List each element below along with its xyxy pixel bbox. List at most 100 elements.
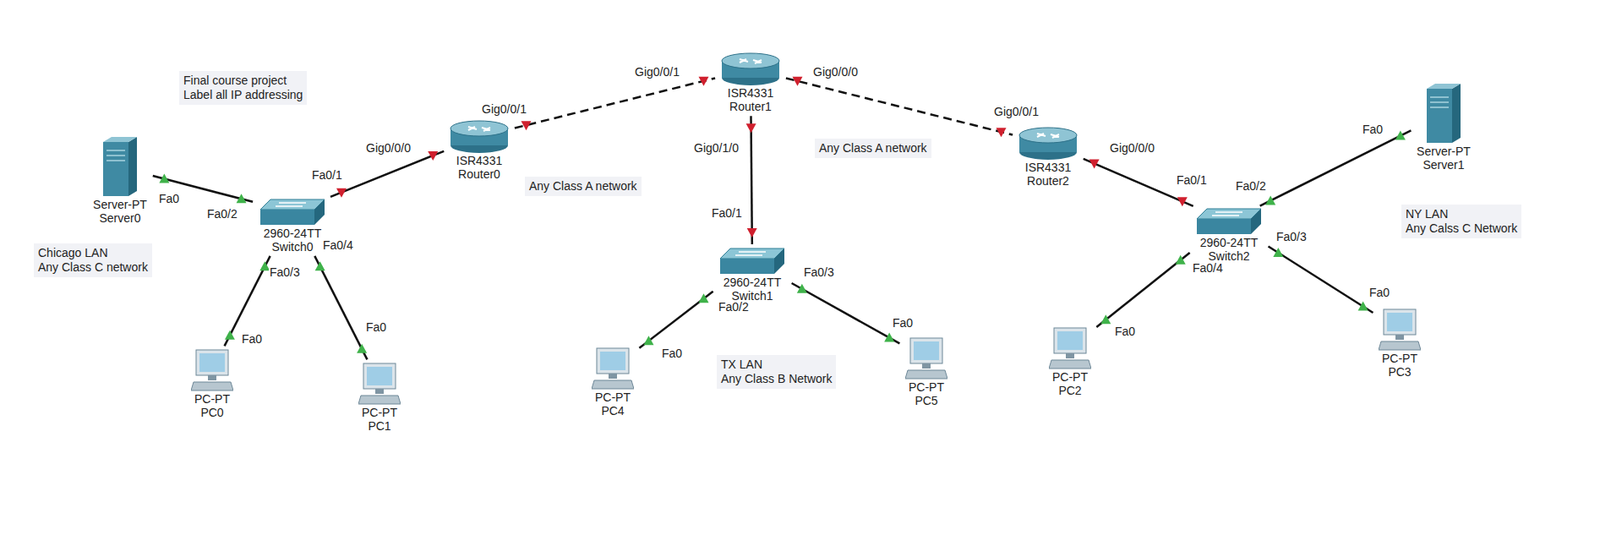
link-light [1175, 255, 1186, 265]
router-icon [1018, 126, 1078, 161]
switch-node: 2960-24TTSwitch0 [255, 197, 330, 254]
link-light [797, 283, 808, 294]
device-name: PC2 [1058, 383, 1082, 398]
device-name: Router1 [729, 99, 772, 114]
server-icon [1425, 83, 1463, 145]
port-label: Fa0/2 [1234, 179, 1267, 194]
device-model: PC-PT [595, 390, 631, 405]
link-light [1100, 314, 1111, 324]
note-label: Any Class A network [814, 138, 932, 159]
link-light [1265, 195, 1276, 205]
switch-icon [258, 197, 327, 227]
router-node: ISR4331Router2 [1015, 126, 1082, 188]
router-icon [720, 52, 781, 87]
link-light [1272, 247, 1284, 257]
port-label: Fa0/4 [1191, 261, 1224, 276]
switch-icon [718, 246, 787, 276]
network-link [1260, 130, 1412, 206]
pc-node: PC-PTPC3 [1375, 307, 1425, 379]
port-label: Fa0/2 [206, 207, 239, 222]
device-name: PC0 [200, 405, 224, 420]
port-label: Fa0/3 [1275, 229, 1308, 245]
network-link [750, 115, 752, 245]
switch-node: 2960-24TTSwitch1 [715, 246, 790, 303]
device-model: ISR4331 [456, 153, 503, 168]
device-name: Router2 [1026, 174, 1070, 188]
note-label: NY LAN Any Calss C Network [1401, 204, 1522, 239]
device-model: Server-PT [92, 197, 148, 212]
device-name: PC5 [914, 393, 938, 408]
port-label: Gig0/0/0 [812, 65, 859, 80]
link-light [1089, 158, 1100, 169]
port-label: Fa0/4 [322, 238, 355, 253]
device-model: PC-PT [908, 380, 945, 394]
pc-icon [1378, 307, 1421, 352]
link-light [520, 120, 531, 131]
device-name: Server0 [98, 211, 141, 225]
server-icon [101, 136, 139, 198]
network-link [314, 256, 367, 360]
port-label: Gig0/0/1 [480, 102, 528, 117]
link-light [996, 127, 1007, 137]
port-label: Fa0 [365, 320, 388, 335]
port-label: Fa0 [1361, 122, 1384, 137]
port-label: Gig0/1/0 [693, 141, 740, 156]
server-node: Server-PTServer1 [1413, 83, 1475, 172]
pc-node: PC-PTPC0 [187, 348, 237, 420]
note-label: Final course project Label all IP addres… [179, 70, 307, 105]
link-light [1358, 301, 1369, 312]
link-light [698, 76, 710, 87]
port-label: Gig0/0/0 [365, 141, 412, 156]
device-name: Router0 [458, 167, 501, 181]
device-name: PC1 [367, 419, 391, 433]
link-light [356, 344, 367, 354]
link-light [746, 123, 757, 133]
device-model: PC-PT [194, 392, 230, 406]
pc-node: PC-PTPC5 [901, 336, 951, 408]
device-model: 2960-24TT [723, 275, 781, 290]
link-light [336, 188, 347, 198]
link-light [1395, 131, 1406, 141]
link-light [427, 151, 438, 161]
switch-icon [1195, 207, 1263, 236]
pc-icon [358, 361, 401, 406]
link-light [236, 193, 247, 203]
link-light [158, 174, 170, 184]
link-light [884, 333, 895, 343]
device-model: PC-PT [361, 405, 398, 420]
pc-icon [905, 336, 948, 381]
pc-node: PC-PTPC2 [1045, 326, 1095, 398]
port-label: Fa0/1 [710, 206, 743, 221]
pc-icon [191, 348, 234, 393]
port-label: Fa0 [240, 332, 263, 347]
port-label: Fa0 [158, 191, 181, 207]
server-node: Server-PTServer0 [89, 136, 151, 225]
link-light [315, 261, 326, 271]
network-link [1096, 252, 1190, 328]
link-light [1177, 196, 1188, 207]
note-label: TX LAN Any Class B Network [716, 354, 836, 389]
device-model: 2960-24TT [1200, 235, 1258, 250]
port-label: Fa0/1 [311, 168, 344, 183]
network-link [791, 283, 901, 344]
device-model: Server-PT [1416, 144, 1471, 159]
pc-node: PC-PTPC1 [354, 361, 405, 433]
device-model: ISR4331 [727, 86, 774, 100]
link-light [698, 293, 710, 303]
device-model: PC-PT [1052, 370, 1088, 384]
note-label: Chicago LAN Any Class C network [33, 243, 153, 278]
port-label: Gig0/0/1 [993, 104, 1040, 120]
port-label: Fa0 [660, 346, 683, 361]
link-light [747, 228, 758, 238]
port-label: Fa0/2 [717, 300, 750, 315]
note-label: Any Class A network [524, 176, 642, 197]
device-model: PC-PT [1381, 351, 1418, 366]
link-light [643, 335, 654, 345]
router-icon [449, 120, 509, 154]
port-label: Fa0 [891, 316, 914, 331]
network-link [514, 77, 716, 128]
router-node: ISR4331Router0 [446, 120, 513, 181]
port-label: Gig0/0/1 [633, 65, 681, 80]
device-name: PC4 [600, 404, 624, 418]
switch-node: 2960-24TTSwitch2 [1191, 207, 1267, 263]
